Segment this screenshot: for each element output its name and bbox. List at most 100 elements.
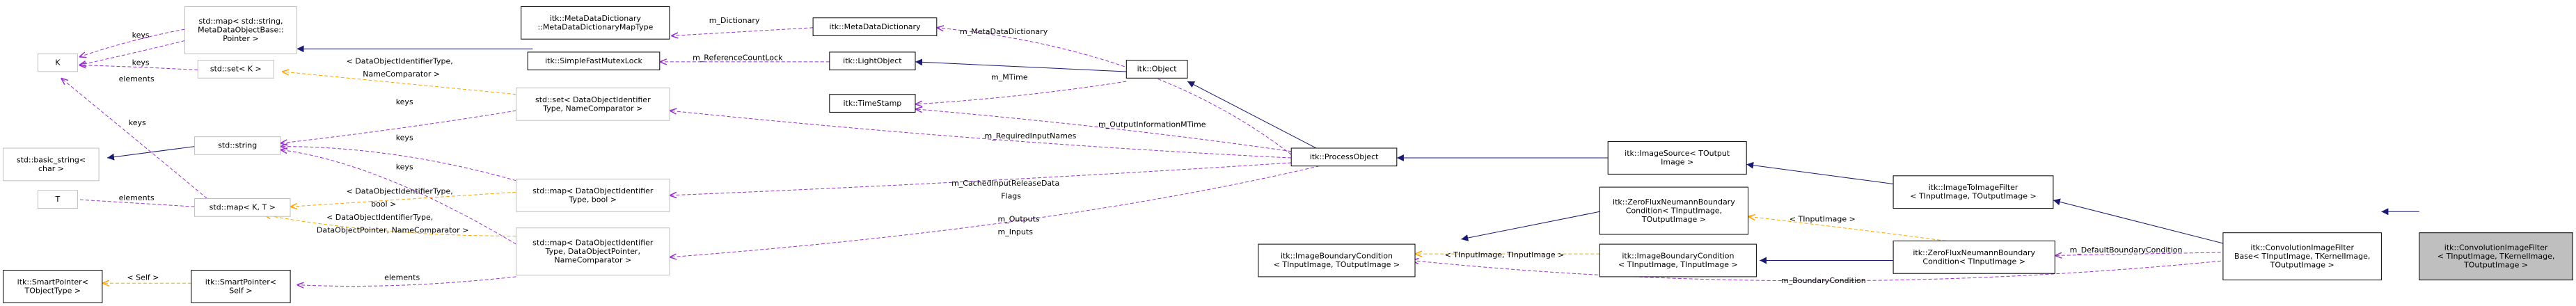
node-label-line: itk::SimpleFastMutexLock — [545, 56, 642, 65]
edge-inherit-processobject-object — [1187, 81, 1320, 150]
node-label-line: itk::TimeStamp — [843, 99, 901, 108]
node-imagetoimagefilter[interactable]: itk::ImageToImageFilter< TInputImage, TO… — [1893, 175, 2054, 209]
node-label-line: char > — [38, 164, 64, 173]
label-m-outputinformationmtime: m_OutputInformationMTime — [1098, 120, 1206, 129]
label-keys-map-k: keys — [132, 31, 150, 40]
node-label-line: itk::MetaDataDictionary — [829, 22, 921, 31]
edge-use-map-pointer-keys — [280, 150, 516, 245]
label-map-bool-tmpl-1: < DataObjectIdentifierType, — [347, 187, 453, 196]
node-label-line: itk::ConvolutionImageFilter — [2444, 243, 2548, 252]
node-std-string[interactable]: std::string — [194, 136, 281, 155]
node-convolutionimagefilter[interactable]: itk::ConvolutionImageFilter< TInputImage… — [2419, 232, 2573, 281]
label-keys-kt: keys — [129, 118, 146, 127]
node-processobject[interactable]: itk::ProcessObject — [1290, 147, 1398, 167]
edge-inherit-imagetoimage-imagesource — [1746, 161, 1894, 184]
edge-use-requiredinputnames — [670, 111, 1292, 159]
edge-tmpl-mapkt-map-pointer — [264, 215, 516, 236]
node-label-line: Pointer > — [223, 34, 258, 43]
node-std-map-dataobjectidentifier-bool[interactable]: std::map< DataObjectIdentifierType, bool… — [516, 178, 670, 212]
edge-use-set-dataobj-keys — [280, 110, 516, 143]
node-label-line: itk::ProcessObject — [1310, 152, 1379, 161]
node-std-map-dataobjectidentifier-pointer[interactable]: std::map< DataObjectIdentifierType, Data… — [516, 227, 670, 276]
node-label-line: itk::Object — [1137, 65, 1178, 74]
node-metadatadictionary[interactable]: itk::MetaDataDictionary — [812, 17, 938, 36]
edge-tmpl-zeroflux-input — [1748, 216, 1946, 241]
node-label-line: itk::ImageToImageFilter — [1929, 183, 2018, 192]
node-label-line: std::map< std::string, — [198, 17, 283, 26]
node-label-line: itk::MetaDataDictionary — [550, 14, 642, 23]
node-label-line: itk::ZeroFluxNeumannBoundary — [1913, 248, 2035, 257]
node-imagesource[interactable]: itk::ImageSource< TOutputImage > — [1607, 141, 1747, 175]
nodes: std::map< std::string,MetaDataObjectBase… — [3, 6, 2573, 303]
edge-labels: keys elements keys keys m_Dictionary m_M… — [119, 16, 2183, 285]
node-simplefastmutexlock[interactable]: itk::SimpleFastMutexLock — [527, 51, 661, 71]
node-label-line: std::set< DataObjectIdentifier — [535, 95, 651, 104]
node-label-line: < TInputImage, TOutputImage > — [1910, 192, 2036, 201]
label-keys-set-dataobj: keys — [396, 97, 413, 106]
label-keys-map-bool: keys — [396, 133, 413, 142]
label-m-cached-1: m_CachedInputReleaseData — [951, 179, 1059, 188]
node-imageboundarycondition-in-in[interactable]: itk::ImageBoundaryCondition< TInputImage… — [1599, 243, 1757, 277]
node-label-line: std::string — [218, 141, 257, 150]
node-smartpointer-self[interactable]: itk::SmartPointer<Self > — [191, 270, 291, 303]
label-m-defaultboundarycondition: m_DefaultBoundaryCondition — [2070, 245, 2183, 255]
label-elements-sp: elements — [384, 273, 420, 282]
node-label-line: Type, NameComparator > — [542, 104, 642, 113]
edge-use-smartpointer-elements — [297, 276, 516, 287]
node-std-set-dataobjectidentifier[interactable]: std::set< DataObjectIdentifierType, Name… — [516, 87, 670, 121]
node-label-line: TOutputImage > — [2463, 260, 2528, 269]
node-label-line: Type, DataObjectPointer, — [545, 247, 640, 256]
edge-use-mtime — [915, 81, 1127, 104]
node-label-line: Type, bool > — [569, 195, 617, 204]
node-label-line: Condition< TInputImage > — [1922, 257, 2025, 266]
node-timestamp[interactable]: itk::TimeStamp — [829, 94, 916, 113]
node-std-map-k-t[interactable]: std::map< K, T > — [194, 198, 291, 217]
label-keys-map-pointer: keys — [396, 162, 413, 171]
label-m-boundarycondition: m_BoundaryCondition — [1781, 276, 1866, 285]
node-label-line: std::set< K > — [210, 65, 262, 74]
node-lightobject[interactable]: itk::LightObject — [829, 51, 916, 71]
node-label-line: std::map< DataObjectIdentifier — [532, 238, 654, 247]
node-std-basic-string[interactable]: std::basic_string<char > — [3, 147, 100, 182]
edge-use-map-k-elements — [79, 40, 185, 65]
label-self-tmpl: < Self > — [127, 273, 159, 282]
node-imageboundarycondition-in-out[interactable]: itk::ImageBoundaryCondition< TInputImage… — [1258, 243, 1416, 277]
node-label-line: Self > — [229, 286, 252, 295]
node-label-line: itk::ConvolutionImageFilter — [2250, 243, 2354, 252]
node-t[interactable]: T — [38, 190, 78, 209]
node-label-line: NameComparator > — [554, 255, 631, 264]
node-label-line: TObjectType > — [24, 286, 81, 295]
node-label-line: MetaDataObjectBase:: — [198, 26, 284, 35]
label-m-metadatadictionary: m_MetaDataDictionary — [960, 27, 1048, 36]
edge-tmpl-mapkt-map-bool — [290, 191, 516, 207]
label-m-outputs: m_Outputs — [998, 214, 1040, 223]
label-set-tmpl-2: NameComparator > — [363, 70, 440, 79]
node-label-line: std::map< DataObjectIdentifier — [532, 186, 654, 195]
node-std-map-string-metadataobjectbase[interactable]: std::map< std::string,MetaDataObjectBase… — [184, 6, 297, 54]
label-tin-tin-tmpl: < TInputImage, TInputImage > — [1445, 250, 1565, 259]
label-keys-set-k: keys — [132, 58, 150, 67]
node-itk-object[interactable]: itk::Object — [1125, 60, 1188, 79]
label-set-tmpl-1: < DataObjectIdentifierType, — [347, 56, 453, 65]
edge-use-map-bool-keys — [280, 147, 516, 182]
edge-use-setk-keys — [79, 65, 198, 71]
label-m-dictionary: m_Dictionary — [709, 16, 760, 25]
edge-use-map-k-keys — [79, 29, 185, 57]
node-k[interactable]: K — [38, 53, 78, 72]
node-smartpointer-tobjecttype[interactable]: itk::SmartPointer<TObjectType > — [3, 270, 103, 303]
node-label-line: itk::LightObject — [843, 56, 902, 65]
edge-use-defaultboundarycondition — [2055, 252, 2227, 256]
node-metadatadictionarymaptype[interactable]: itk::MetaDataDictionary::MetaDataDiction… — [521, 6, 670, 40]
edge-use-outputinformationmtime — [915, 109, 1292, 152]
node-label-line: TOutputImage > — [2270, 260, 2334, 269]
edge-use-cachedinputreleasedata — [670, 162, 1292, 195]
node-label-line: itk::ImageBoundaryCondition — [1622, 252, 1734, 261]
label-tinputimage-tmpl: < TInputImage > — [1789, 214, 1856, 223]
edge-tmpl-setk-set-dataobj — [282, 72, 516, 95]
node-std-set-k[interactable]: std::set< K > — [197, 60, 274, 79]
node-label-line: ::MetaDataDictionaryMapType — [537, 22, 653, 31]
